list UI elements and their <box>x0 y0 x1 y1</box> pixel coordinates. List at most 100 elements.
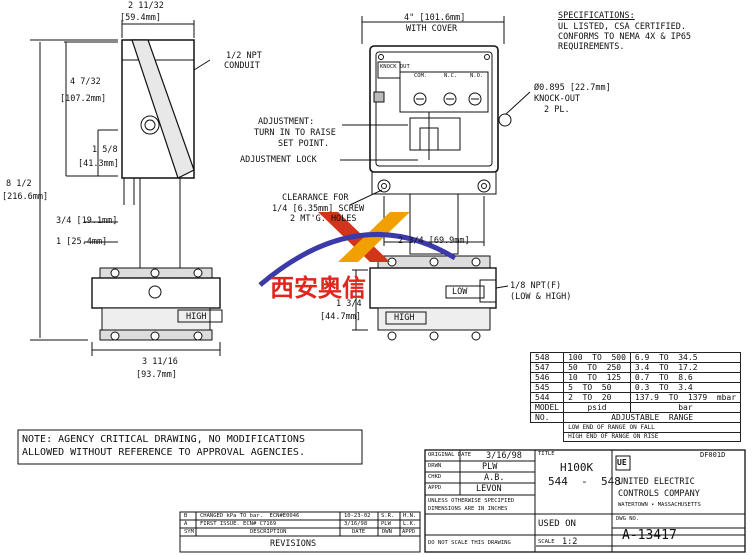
adjustment-line-2: TURN IN TO RAISE <box>254 128 336 138</box>
rev-head-date: DATE <box>352 529 366 535</box>
no-label: NO. <box>529 412 565 423</box>
front-high-label: HIGH <box>394 313 415 323</box>
used-on-label: USED ON <box>538 519 576 529</box>
knock-out-label: KNOCK OUT <box>380 64 410 70</box>
appd-label: APPD <box>428 485 442 491</box>
rev-date: 10-23-02 <box>344 513 371 519</box>
watermark-logo-shape <box>258 212 457 287</box>
adjustment-line-1: ADJUSTMENT: <box>258 117 315 127</box>
note-line-1: NOTE: AGENCY CRITICAL DRAWING, NO MODIFI… <box>22 434 305 445</box>
left-high-label: HIGH <box>186 312 207 322</box>
bottom-dim-mm: [93.7mm] <box>136 370 177 380</box>
terminal-nc: N.C. <box>444 73 458 79</box>
range-note-1: LOW END OF RANGE ON FALL <box>563 422 742 433</box>
drwn-label: DRWN <box>428 463 442 469</box>
knockout-dia: Ø0.895 [22.7mm] <box>534 83 611 93</box>
range-note-2: HIGH END OF RANGE ON RISE <box>563 431 742 442</box>
rev-dwn: PLW <box>381 521 391 527</box>
title-line-2: 544 - 548 <box>548 475 621 488</box>
adjustment-lock-label: ADJUSTMENT LOCK <box>240 155 317 165</box>
height-mid-frac: 1 5/8 <box>92 145 118 155</box>
rev-dwn: S.R. <box>381 513 395 519</box>
range-model: 548 <box>529 352 565 363</box>
spec-title: SPECIFICATIONS: <box>558 11 635 21</box>
range-model: 546 <box>529 372 565 383</box>
terminal-no: N.O. <box>470 73 484 79</box>
rev-description: FIRST ISSUE. ECN# C7169 <box>200 521 277 527</box>
rev-head-dwn: DWN <box>382 529 392 535</box>
knockout-label: KNOCK-OUT <box>534 94 581 104</box>
with-cover-label: WITH COVER <box>406 24 458 34</box>
range-bar: 0.7 TO 8.6 <box>629 372 742 383</box>
chkd-label: CHKD <box>428 474 442 480</box>
range-psid: 100 TO 500 <box>563 352 631 363</box>
dim-one-inch: 1 [25.4mm] <box>56 237 108 247</box>
clearance-line-2: 1/4 [6.35mm] SCREW <box>272 204 365 214</box>
npt-ports: (LOW & HIGH) <box>510 292 572 302</box>
chkd-value: A.B. <box>484 473 505 483</box>
top-dim-mm: [59.4mm] <box>120 13 161 23</box>
file-code: DF001D <box>700 451 726 459</box>
rev-appd: L.K. <box>403 521 417 527</box>
scale-label: SCALE <box>538 539 555 545</box>
conduit-size: 1/2 NPT <box>226 51 262 61</box>
center-dim: 2 3/4 [69.9mm] <box>398 236 470 246</box>
top-dim-frac: 2 11/32 <box>128 1 164 11</box>
company-line-1: UNITED ELECTRIC <box>618 477 695 487</box>
spec-line-2: CONFORMS TO NEMA 4X & IP65 <box>558 32 692 42</box>
company-line-3: WATERTOWN • MASSACHUSETTS <box>618 502 701 508</box>
scale-value: 1:2 <box>562 537 578 547</box>
bar-label: bar <box>629 402 742 413</box>
company-logo: UE <box>617 458 627 467</box>
dwg-no: A-13417 <box>622 528 677 543</box>
rev-sym: B <box>184 513 188 519</box>
height-upper-mm: [107.2mm] <box>60 94 107 104</box>
range-psid: 5 TO 50 <box>563 382 631 393</box>
range-psid: 50 TO 250 <box>563 362 631 373</box>
psid-label: psid <box>563 402 631 413</box>
adjustable-range-label: ADJUSTABLE RANGE <box>563 412 742 423</box>
range-model: 547 <box>529 362 565 373</box>
height-upper-frac: 4 7/32 <box>70 77 101 87</box>
range-bar: 6.9 TO 34.5 <box>629 352 742 363</box>
front-low-label: LOW <box>452 287 468 297</box>
original-date-label: ORIGINAL DATE <box>428 452 472 458</box>
model-label: MODEL <box>529 402 565 413</box>
range-bar: 0.3 TO 3.4 <box>629 382 742 393</box>
clearance-line-1: CLEARANCE FOR <box>282 193 349 203</box>
rev-sym: A <box>184 521 188 527</box>
appd-value: LEVON <box>476 484 502 494</box>
rev-head-sym: SYM <box>184 529 194 535</box>
rev-date: 3/16/98 <box>344 521 368 527</box>
rev-appd: H.N. <box>403 513 417 519</box>
dwg-no-label: DWG NO. <box>616 516 640 522</box>
rev-head-description: DESCRIPTION <box>250 529 287 535</box>
title-line-1: H100K <box>560 461 594 474</box>
range-model: 544 <box>529 392 565 403</box>
do-not-scale: DO NOT SCALE THIS DRAWING <box>428 540 511 546</box>
note-line-2: ALLOWED WITHOUT REFERENCE TO APPROVAL AG… <box>22 447 305 458</box>
adjustment-line-3: SET POINT. <box>278 139 330 149</box>
bottom-dim-frac: 3 11/16 <box>142 357 178 367</box>
unless-line-1: UNLESS OTHERWISE SPECIFIED <box>428 498 515 504</box>
range-psid: 2 TO 20 <box>563 392 631 403</box>
unless-line-2: DIMENSIONS ARE IN INCHES <box>428 506 508 512</box>
watermark-text: 西安奥信 <box>270 273 366 302</box>
height-total-frac: 8 1/2 <box>6 179 32 189</box>
spec-line-1: UL LISTED, CSA CERTIFIED. <box>558 22 686 32</box>
rev-head-appd: APPD <box>402 529 416 535</box>
rev-description: CHANGED kPa TO bar. ECN#E0046 <box>200 513 300 519</box>
range-bar: 3.4 TO 17.2 <box>629 362 742 373</box>
spec-line-3: REQUIREMENTS. <box>558 42 625 52</box>
original-date: 3/16/98 <box>486 451 522 461</box>
height-total-mm: [216.6mm] <box>2 192 49 202</box>
title-label: TITLE <box>538 451 555 457</box>
npt-size: 1/8 NPT(F) <box>510 281 562 291</box>
conduit-label: CONDUIT <box>224 61 260 71</box>
